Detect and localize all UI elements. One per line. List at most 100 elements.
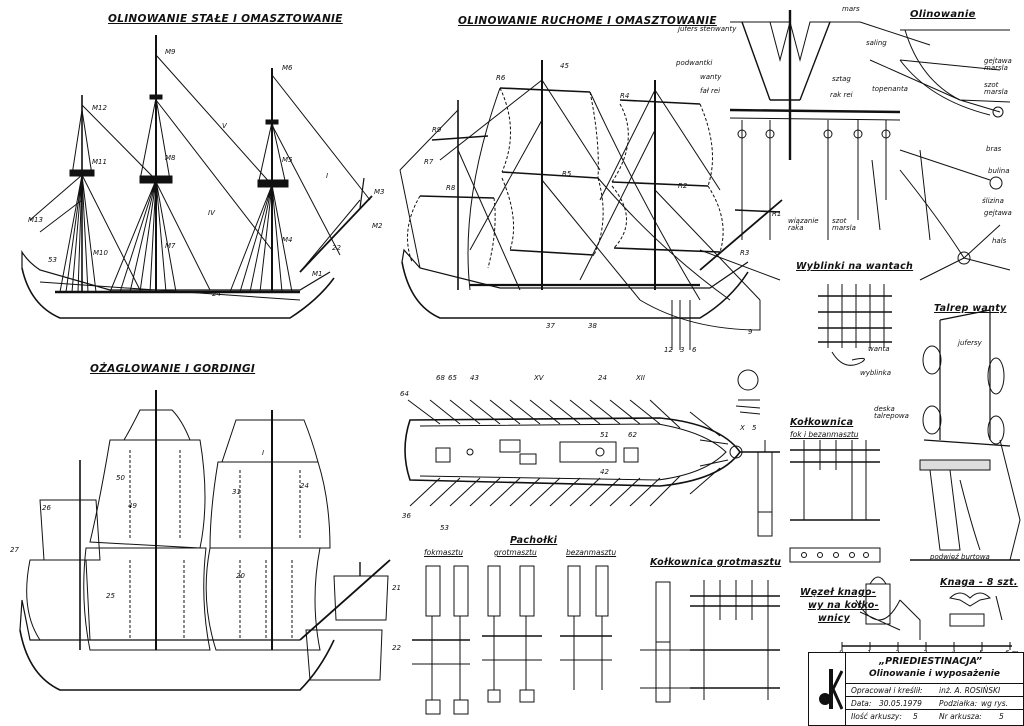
- svg-text:50: 50: [116, 474, 125, 482]
- svg-text:M2: M2: [372, 222, 383, 230]
- svg-text:36: 36: [402, 512, 411, 520]
- running-rigging-drawing: R6 R4 R5 R9 R8 R2 R1 R3 R7 45 37 38 12 3…: [399, 60, 783, 354]
- callout-gejtawa: gejtawa: [984, 209, 1012, 217]
- svg-text:M4: M4: [282, 236, 293, 244]
- callout-bulina: bulina: [988, 167, 1010, 175]
- callout-skilina: ślizina: [982, 197, 1004, 205]
- callout-topenanta: topenanta: [872, 85, 908, 93]
- svg-text:R6: R6: [496, 74, 506, 82]
- svg-text:M9: M9: [165, 48, 176, 56]
- date-value: 30.05.1979: [879, 699, 922, 708]
- sheets-count-label: Ilość arkuszy:: [851, 712, 902, 721]
- callout-gejtawa-marsla: gejtawa marsla: [984, 57, 1012, 72]
- callout-saling: saling: [866, 39, 887, 47]
- date-label: Data:: [851, 699, 872, 708]
- svg-text:9: 9: [748, 328, 753, 336]
- svg-text:43: 43: [470, 374, 479, 382]
- main-pin-rail-heading: Kołkownica grotmasztu: [650, 557, 782, 568]
- callout-fal-rei: fał rei: [700, 87, 721, 95]
- svg-text:12: 12: [664, 346, 673, 354]
- svg-text:3: 3: [680, 346, 684, 354]
- title-block: „PRIEDIESTINACJA” Olinowanie i wyposażen…: [808, 652, 1024, 726]
- svg-text:27: 27: [10, 546, 19, 554]
- scale-value: wg rys.: [981, 699, 1009, 708]
- belay-knot-heading-1: Węzeł knago-: [800, 587, 877, 598]
- svg-text:M12: M12: [92, 104, 107, 112]
- svg-text:24: 24: [212, 290, 221, 298]
- svg-text:37: 37: [546, 322, 555, 330]
- deck-plan-drawing: 64 68 65 43 XV 24 XII 36 53 51 62 42 X 5: [400, 374, 780, 532]
- svg-text:R7: R7: [424, 158, 434, 166]
- belay-knot-drawing: [855, 576, 921, 640]
- svg-text:20: 20: [236, 572, 245, 580]
- svg-text:26: 26: [42, 504, 51, 512]
- svg-text:62: 62: [628, 431, 637, 439]
- svg-text:21: 21: [392, 584, 401, 592]
- cleat-heading: Knaga - 8 szt.: [940, 577, 1018, 588]
- svg-text:24: 24: [598, 374, 607, 382]
- author-value: inż. A. ROSIŃSKI: [939, 686, 1001, 695]
- belay-knot-heading-3: wnicy: [818, 613, 851, 624]
- sheets-count-value: 5: [913, 712, 918, 721]
- sails-heading: OŻAGLOWANIE I GORDINGI: [90, 363, 256, 375]
- svg-text:M10: M10: [93, 249, 108, 257]
- svg-text:X: X: [739, 424, 745, 432]
- scale-bar: [841, 642, 1012, 650]
- ratlines-heading: Wyblinki na wantach: [796, 261, 914, 272]
- sails-drawing: 50 49 31 24 25 20 26 27 21 22 I: [10, 390, 401, 691]
- svg-text:22: 22: [392, 644, 401, 652]
- deadeye-heading: Talrep wanty: [934, 303, 1007, 314]
- pin-rail-drawing: [757, 440, 881, 563]
- svg-text:68: 68: [436, 374, 445, 382]
- callout-wyblinka: wyblinka: [860, 369, 891, 377]
- svg-text:24: 24: [300, 482, 309, 490]
- callout-szot-marsla: szot marsla: [984, 81, 1008, 96]
- rigging-detail-heading: Olinowanie: [910, 9, 976, 20]
- svg-text:25: 25: [106, 592, 115, 600]
- svg-text:6: 6: [692, 346, 697, 354]
- standing-rigging-drawing: M9 M6 M12 M8 M5 M7 M4 M10 M11 M13 M3 M2 …: [21, 35, 385, 319]
- bitts-drawing: [412, 565, 612, 715]
- bitts-main-label: grotmasztu: [494, 548, 537, 557]
- svg-text:V: V: [222, 122, 228, 130]
- svg-text:5: 5: [752, 424, 757, 432]
- svg-text:22: 22: [332, 244, 341, 252]
- sheet-subtitle: Olinowanie i wyposażenie: [869, 669, 1000, 679]
- designer-logo: [817, 663, 844, 713]
- deadeye-drawing: [910, 309, 1021, 561]
- svg-text:53: 53: [440, 524, 449, 532]
- svg-text:M7: M7: [165, 242, 176, 250]
- ratlines-drawing: [735, 284, 892, 415]
- svg-text:R4: R4: [620, 92, 629, 100]
- callout-wanta: wanta: [868, 345, 890, 353]
- svg-text:R1: R1: [772, 210, 781, 218]
- callout-wiazanie-raka: wiązanie raka: [788, 217, 819, 232]
- svg-text:M11: M11: [92, 158, 107, 166]
- callout-jufers: jufers stenwanty: [678, 25, 737, 33]
- svg-text:53: 53: [48, 256, 57, 264]
- callout-podwiez-burtowa: podwięź burtowa: [930, 553, 990, 561]
- svg-text:M1: M1: [312, 270, 323, 278]
- svg-text:38: 38: [588, 322, 597, 330]
- pin-rail-subheading: fok i bezanmasztu: [790, 430, 859, 439]
- svg-text:M8: M8: [165, 154, 176, 162]
- callout-rak-rei: rak rei: [830, 91, 853, 99]
- svg-text:R2: R2: [678, 182, 688, 190]
- bitts-heading: Pachołki: [510, 535, 558, 546]
- svg-text:45: 45: [560, 62, 569, 70]
- callout-sztag: sztag: [832, 75, 851, 83]
- callout-wanty: wanty: [700, 73, 722, 81]
- svg-text:IV: IV: [208, 209, 216, 217]
- callout-podwantki: podwantki: [676, 59, 713, 67]
- svg-text:31: 31: [232, 488, 241, 496]
- callout-deska-talrepowa: deska talrepowa: [874, 405, 909, 420]
- svg-text:I: I: [262, 449, 264, 457]
- svg-text:51: 51: [600, 431, 609, 439]
- cleat-drawing: [948, 592, 1003, 627]
- svg-text:R3: R3: [740, 249, 749, 257]
- svg-text:M5: M5: [282, 156, 293, 164]
- author-label: Opracował i kreślił:: [851, 686, 923, 695]
- svg-text:65: 65: [448, 374, 457, 382]
- callout-hals: hals: [992, 237, 1007, 245]
